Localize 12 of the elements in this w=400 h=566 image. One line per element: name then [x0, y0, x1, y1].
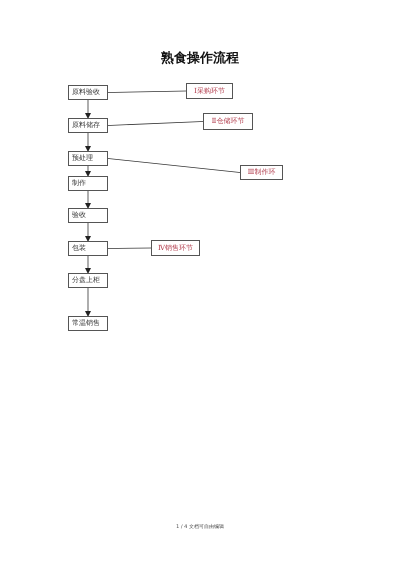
arrow — [85, 100, 91, 119]
title: 熟食操作流程 — [160, 50, 240, 67]
arrow — [85, 288, 91, 317]
connector-line — [108, 158, 240, 173]
arrow — [85, 256, 91, 274]
connector-line — [108, 248, 152, 249]
arrow — [85, 190, 91, 209]
arrow — [85, 222, 91, 242]
arrow — [85, 132, 91, 152]
arrow — [85, 166, 91, 177]
connector-line — [108, 121, 204, 126]
connector-line — [108, 90, 186, 93]
